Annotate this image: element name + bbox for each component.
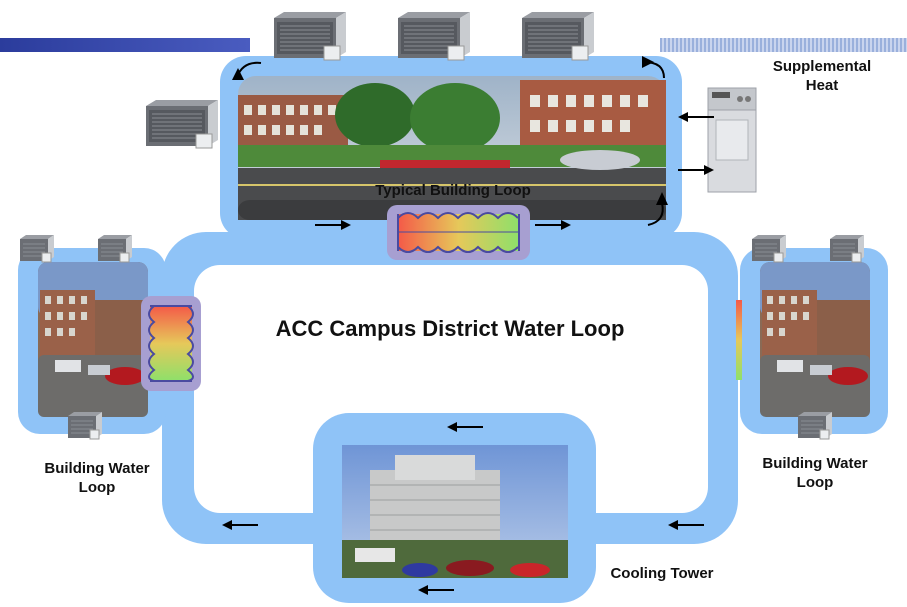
left-building-loop-label: Building Water Loop: [12, 460, 182, 498]
header-bar: [0, 38, 250, 52]
heat-pump-unit-icon: [751, 234, 787, 263]
supplemental-heat-label-line2: Heat: [805, 76, 839, 94]
heat-pump-unit-icon: [397, 11, 471, 61]
top-heat-exchanger-icon: [387, 205, 530, 260]
header-bar-right: [660, 38, 907, 52]
heat-pump-unit-icon: [521, 11, 595, 61]
left-building-loop-label-line2: Loop: [78, 478, 116, 496]
typical-building-loop-label: Typical Building Loop: [375, 182, 531, 199]
supplemental-heat-label: Supplemental Heat: [752, 58, 892, 96]
flow-arrow-icon: [221, 56, 715, 596]
supplemental-heater-icon: [707, 87, 757, 193]
right-building-loop-label: Building Water Loop: [730, 455, 900, 493]
supplemental-heat-label-line1: Supplemental: [772, 58, 872, 75]
right-heat-exchanger-edge: [736, 300, 742, 380]
page-title: ACC Campus District Water Loop: [275, 316, 625, 341]
heat-pump-unit-icon: [273, 11, 347, 61]
heat-pump-unit-icon: [829, 234, 865, 263]
heat-pump-unit-icon: [97, 234, 133, 263]
heat-pump-unit-icon: [67, 411, 103, 440]
heat-pump-unit-icon: [145, 99, 219, 149]
cooling-tower-label: Cooling Tower: [610, 565, 714, 582]
right-building-loop-label-line1: Building Water: [762, 455, 868, 472]
left-heat-exchanger-icon: [141, 296, 201, 391]
heat-pump-unit-icon: [19, 234, 55, 263]
heat-pump-unit-icon: [797, 411, 833, 440]
right-building-loop-label-line2: Loop: [796, 473, 834, 491]
left-building-loop-label-line1: Building Water: [44, 460, 150, 477]
